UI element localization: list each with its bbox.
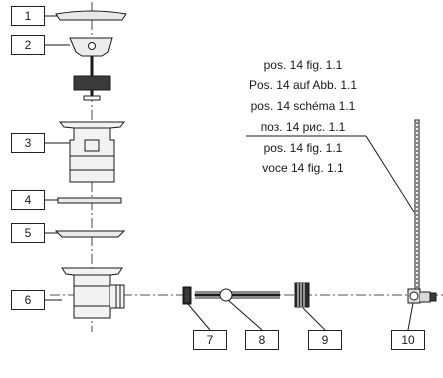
part-8-nut bbox=[219, 288, 233, 302]
callout-10: 10 bbox=[391, 330, 425, 350]
part-9 bbox=[294, 282, 310, 308]
callout-3: 3 bbox=[11, 133, 45, 153]
part-body bbox=[58, 121, 126, 183]
part-plug-body bbox=[73, 75, 111, 91]
part-flanged-gasket bbox=[54, 230, 126, 238]
callout-4: 4 bbox=[11, 190, 45, 210]
part-cap bbox=[55, 10, 127, 21]
reference-note-line: voce 14 fig. 1.1 bbox=[262, 161, 344, 175]
reference-note-line: pos. 14 schéma 1.1 bbox=[250, 99, 356, 113]
callout-8: 8 bbox=[245, 330, 279, 350]
callout-9: 9 bbox=[308, 330, 342, 350]
callout-2: 2 bbox=[11, 35, 45, 55]
reference-note-line: pos. 14 fig. 1.1 bbox=[263, 58, 343, 72]
reference-note-line: Pos. 14 auf Abb. 1.1 bbox=[248, 78, 358, 92]
part-gasket bbox=[57, 197, 122, 204]
part-14-rod bbox=[414, 119, 420, 291]
reference-note-line: pos. 14 fig. 1.1 bbox=[263, 141, 343, 155]
reference-note-line: поз. 14 рис. 1.1 bbox=[260, 120, 346, 134]
callout-5: 5 bbox=[11, 223, 45, 243]
callout-1: 1 bbox=[11, 6, 45, 26]
callout-6: 6 bbox=[11, 290, 45, 310]
callout-7: 7 bbox=[193, 330, 227, 350]
